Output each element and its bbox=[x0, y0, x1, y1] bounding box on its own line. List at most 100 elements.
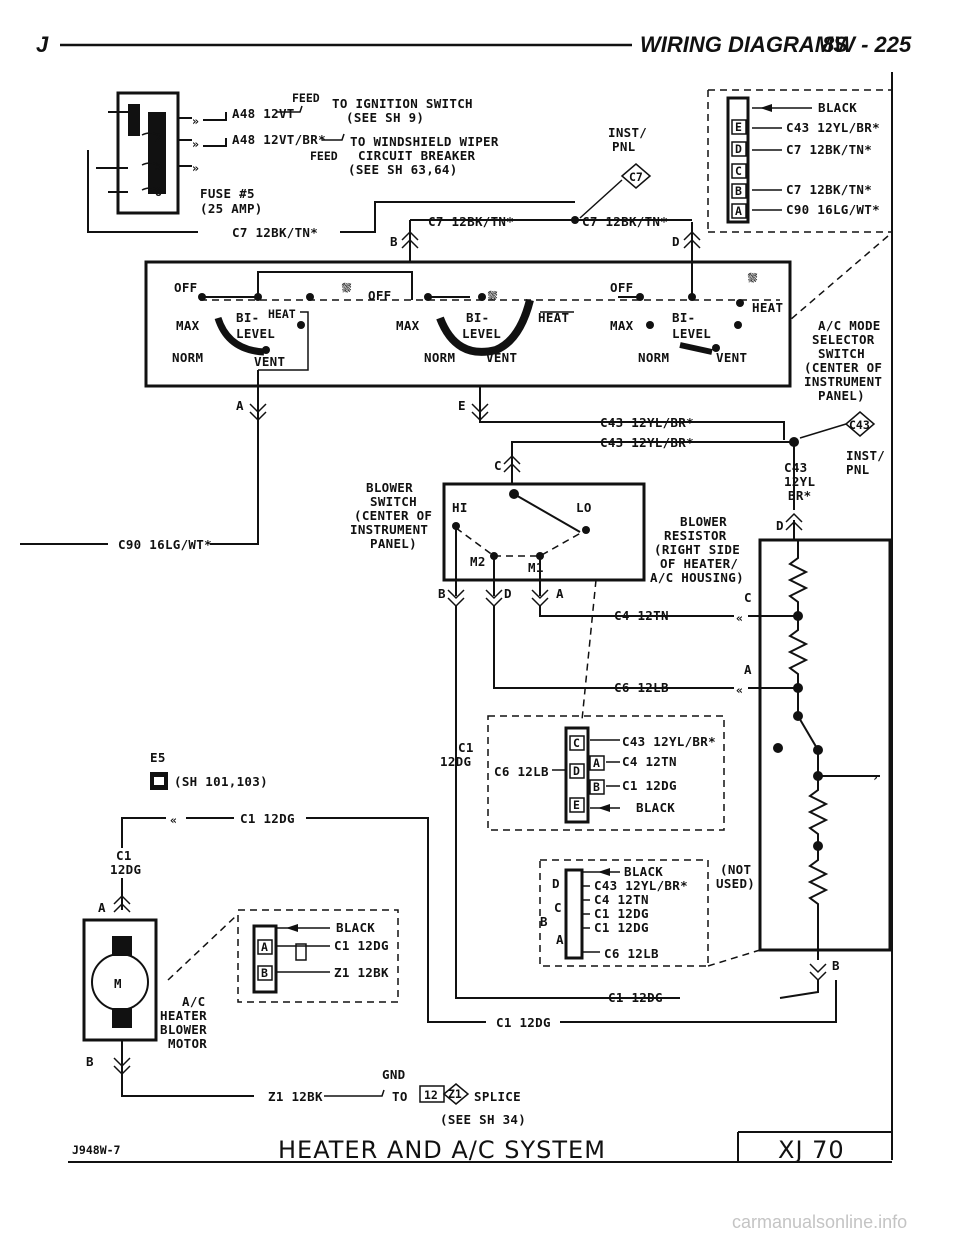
resistor-term-d: D bbox=[776, 518, 784, 533]
mode-vent-3: VENT bbox=[716, 350, 747, 365]
svg-text:»: » bbox=[192, 114, 199, 128]
motor-label-2: HEATER bbox=[160, 1008, 207, 1023]
mid-left-wire: C6 12LB bbox=[494, 764, 549, 779]
svg-text:«: « bbox=[736, 611, 743, 625]
blower-label-2: SWITCH bbox=[370, 494, 417, 509]
motor-label-1: A/C bbox=[182, 994, 205, 1009]
top-pin-a: A bbox=[735, 204, 742, 218]
mode-bi-3: BI- bbox=[672, 310, 695, 325]
ign-switch-line2: (SEE SH 9) bbox=[346, 110, 424, 125]
ground-code: E5 bbox=[150, 750, 166, 765]
top-pin-b: B bbox=[735, 184, 742, 198]
svg-text:⛆: ⛆ bbox=[341, 281, 352, 295]
mid-wire-black: BLACK bbox=[636, 800, 675, 815]
c43-connector-icon bbox=[844, 411, 876, 437]
mode-bi-2: BI- bbox=[466, 310, 489, 325]
motor-term-a: A bbox=[98, 900, 106, 915]
lower-pin-b: B bbox=[540, 914, 548, 929]
motor-c1-12dg: 12DG bbox=[110, 862, 141, 877]
resistor-label-1: BLOWER bbox=[680, 514, 727, 529]
svg-text:⛆: ⛆ bbox=[747, 271, 758, 285]
wire-c7-out: C7 12BK/TN* bbox=[232, 225, 318, 240]
motor-label-4: MOTOR bbox=[168, 1036, 207, 1051]
blower-term-a: A bbox=[556, 586, 564, 601]
bottom-gnd: GND bbox=[382, 1067, 405, 1082]
mid-pin-a: A bbox=[593, 756, 600, 770]
ground-wire: C1 12DG bbox=[240, 811, 295, 826]
footer-model: XJ 70 bbox=[778, 1136, 845, 1164]
wire-c7-right: C7 12BK/TN* bbox=[582, 214, 668, 229]
c43-vert-3: BR* bbox=[788, 488, 811, 503]
watermark: carmanualsonline.info bbox=[732, 1212, 907, 1232]
bottom-c1-a: C1 12DG bbox=[608, 990, 663, 1005]
fuse-cavity-8: 8 bbox=[155, 185, 162, 199]
mode-label-6: PANEL) bbox=[818, 388, 865, 403]
motor-pin-a: A bbox=[261, 940, 268, 954]
top-pin-c: C bbox=[735, 164, 742, 178]
mode-label-5: INSTRUMENT bbox=[804, 374, 882, 389]
wire-c90: C90 16LG/WT* bbox=[118, 537, 212, 552]
inst-line2-mid: PNL bbox=[846, 462, 870, 477]
wire-c43-1: C43 12YL/BR* bbox=[600, 415, 694, 430]
blower-label-5: PANEL) bbox=[370, 536, 417, 551]
mode-off-1: OFF bbox=[174, 280, 197, 295]
resistor-label-4: OF HEATER/ bbox=[660, 556, 738, 571]
svg-text:»: » bbox=[192, 161, 199, 175]
ign-switch-line1: TO IGNITION SWITCH bbox=[332, 96, 473, 111]
lower-pin-a: A bbox=[556, 932, 564, 947]
term-e-mid: E bbox=[458, 398, 466, 413]
mid-wire-c4: C4 12TN bbox=[622, 754, 677, 769]
wire-a48-12vt: A48 12VT bbox=[232, 106, 295, 121]
mode-bi-1: BI- bbox=[236, 310, 259, 325]
c7-connector-icon bbox=[620, 163, 652, 189]
ac-mode-selector-switch: OFF MAX BI- HEAT LEVEL NORM VENT ⛆ OFF ⛆… bbox=[144, 260, 792, 388]
resistor-term-b: B bbox=[832, 958, 840, 973]
mode-vent-1: VENT bbox=[254, 354, 285, 369]
bottom-splice: SPLICE bbox=[474, 1089, 521, 1104]
bottom-to: TO bbox=[392, 1089, 408, 1104]
header-page: 8W - 225 bbox=[822, 32, 912, 57]
wiper-feed-word: FEED bbox=[310, 149, 338, 163]
mode-label-4: (CENTER OF bbox=[804, 360, 882, 375]
mid-pin-c: C bbox=[573, 736, 580, 750]
fuse-cavity-2: 2 bbox=[155, 131, 162, 145]
blower-m1: M1 bbox=[528, 560, 544, 575]
mid-wire-c1: C1 12DG bbox=[622, 778, 677, 793]
mode-level-2: LEVEL bbox=[462, 326, 501, 341]
blower-term-d: D bbox=[504, 586, 512, 601]
mode-norm-2: NORM bbox=[424, 350, 455, 365]
mode-heat-3: HEAT bbox=[752, 300, 783, 315]
svg-text:«: « bbox=[170, 813, 177, 827]
mode-label-1: A/C MODE bbox=[818, 318, 881, 333]
bottom-c1-b: C1 12DG bbox=[496, 1015, 551, 1030]
mid-wire-c43: C43 12YL/BR* bbox=[622, 734, 716, 749]
motor-term-b: B bbox=[86, 1054, 94, 1069]
motor-wire-c1: C1 12DG bbox=[334, 938, 389, 953]
mid-pin-e: E bbox=[573, 798, 580, 812]
lower-wire-c43: C43 12YL/BR* bbox=[594, 878, 688, 893]
term-c-mid: C bbox=[494, 458, 502, 473]
blower-label-1: BLOWER bbox=[366, 480, 413, 495]
wire-c4-12tn: C4 12TN bbox=[614, 608, 669, 623]
mode-max-1: MAX bbox=[176, 318, 200, 333]
mode-max-2: MAX bbox=[396, 318, 420, 333]
blower-resistor: › bbox=[758, 538, 892, 960]
svg-text:›: › bbox=[872, 770, 879, 784]
top-wire-c7-a: C7 12BK/TN* bbox=[786, 142, 872, 157]
lower-wire-c4: C4 12TN bbox=[594, 892, 649, 907]
mid-pin-d: D bbox=[573, 764, 580, 778]
c1-label-2: 12DG bbox=[440, 754, 471, 769]
resistor-label-5: A/C HOUSING) bbox=[650, 570, 744, 585]
term-d-top: D bbox=[672, 234, 680, 249]
resistor-label-2: RESISTOR bbox=[664, 528, 727, 543]
mode-norm-1: NORM bbox=[172, 350, 203, 365]
svg-text:»: » bbox=[192, 137, 199, 151]
connector-lower: D C B A BLACK C43 12YL/BR* C4 12TN C1 12… bbox=[539, 859, 755, 967]
resistor-term-c: C bbox=[744, 590, 752, 605]
blower-term-b: B bbox=[438, 586, 446, 601]
mode-label-3: SWITCH bbox=[818, 346, 865, 361]
blower-switch: HI LO M2 M1 bbox=[442, 482, 646, 596]
ground-ref: (SH 101,103) bbox=[174, 774, 268, 789]
lower-wire-c1-a: C1 12DG bbox=[594, 906, 649, 921]
